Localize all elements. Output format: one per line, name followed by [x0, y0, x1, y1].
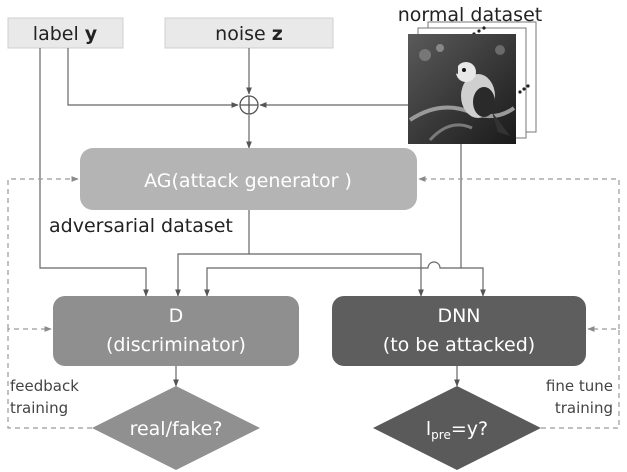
label-y-symbol: y	[85, 23, 98, 45]
feedback-label-line2: training	[10, 399, 68, 417]
dnn-title: DNN	[437, 305, 480, 327]
noise-z-symbol: z	[272, 23, 283, 45]
svg-text:label y: label y	[33, 23, 98, 45]
discriminator-subtitle: (discriminator)	[106, 334, 246, 356]
attack-generator-label: AG(attack generator )	[144, 170, 352, 192]
generator-to-dnn-connector	[249, 254, 421, 296]
feedback-label-line1: feedback	[10, 377, 79, 395]
prediction-label-rest: =y?	[451, 418, 488, 440]
dnn-subtitle: (to be attacked)	[383, 334, 535, 356]
input-connectors	[68, 48, 408, 148]
real-fake-label: real/fake?	[130, 418, 223, 440]
noise-z-prefix: noise	[215, 23, 272, 45]
sum-node	[240, 96, 258, 114]
finetune-label-line2: training	[555, 399, 613, 417]
prediction-decision: lpre=y?	[373, 386, 541, 470]
noise-z-box: noise z	[165, 18, 333, 48]
bird-photo	[408, 34, 516, 144]
prediction-label-sub: pre	[431, 428, 451, 442]
svg-text:noise z: noise z	[215, 23, 283, 45]
discriminator-title: D	[169, 305, 184, 327]
real-fake-decision: real/fake?	[92, 386, 260, 470]
attack-generator-box: AG(attack generator )	[80, 148, 417, 210]
decision-connectors	[176, 366, 457, 386]
normal-dataset-stack	[408, 22, 536, 144]
label-y-box: label y	[8, 18, 123, 48]
label-to-sum-connector	[68, 48, 238, 105]
dnn-box: DNN (to be attacked)	[332, 296, 586, 366]
adversarial-dataset-label: adversarial dataset	[49, 215, 233, 237]
label-y-prefix: label	[33, 23, 85, 45]
finetune-label-line1: fine tune	[546, 377, 613, 395]
dataset-to-discriminator-connector	[207, 262, 461, 296]
dataset-to-dnn-connector	[461, 144, 483, 296]
discriminator-box: D (discriminator)	[53, 296, 299, 366]
